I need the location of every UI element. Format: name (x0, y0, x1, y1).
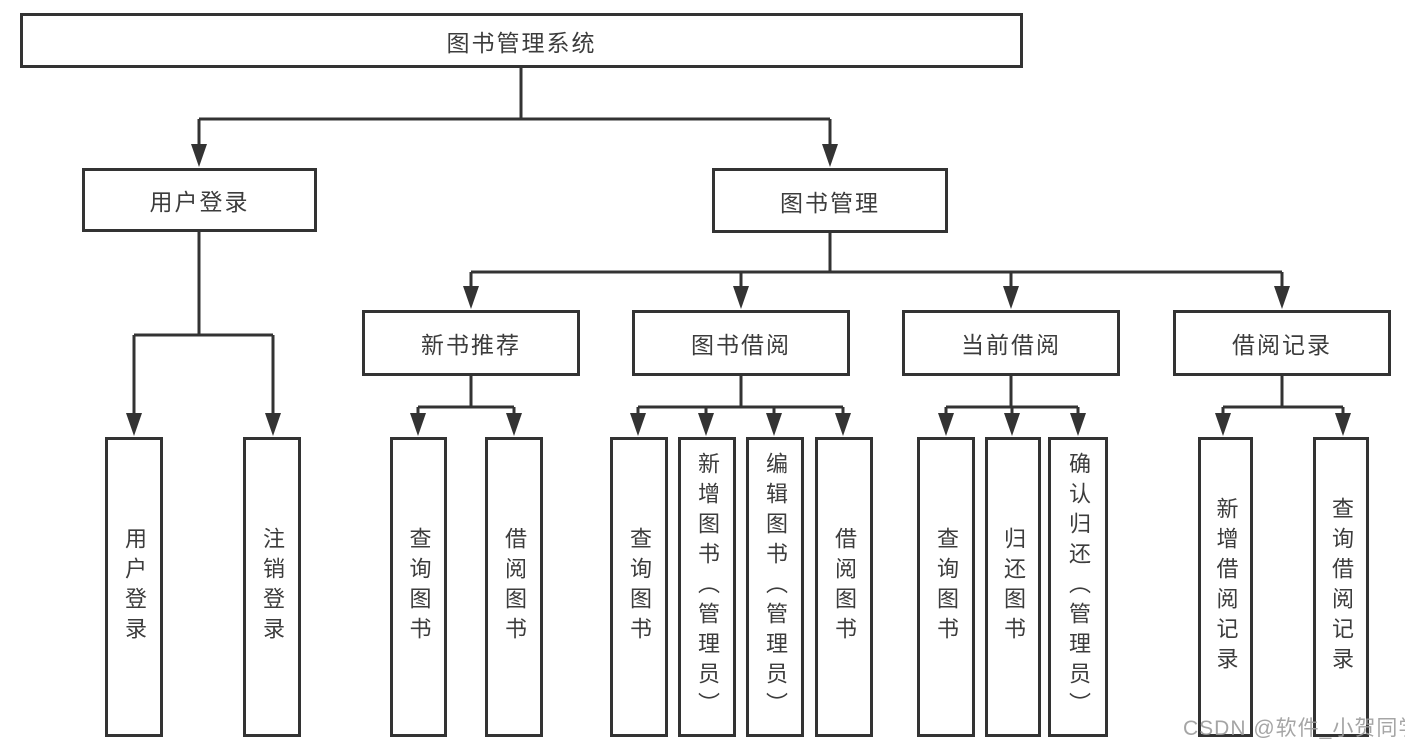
leaf-query-books-borrow-label: 查询图书 (627, 527, 652, 647)
node-user-login: 用户登录 (82, 168, 317, 232)
leaf-logout-label: 注销登录 (260, 527, 285, 647)
leaf-add-borrow-record-label: 新增借阅记录 (1213, 497, 1239, 677)
arrowheads (126, 144, 1351, 436)
branch-user-login (132, 232, 275, 420)
leaf-confirm-return-admin-label: 确认归还（管理员） (1066, 452, 1091, 722)
leaf-return-books-label: 归还图书 (1001, 527, 1026, 647)
leaf-borrow-books: 借阅图书 (815, 437, 873, 737)
leaf-user-login: 用户登录 (105, 437, 163, 737)
leaf-logout: 注销登录 (243, 437, 301, 737)
leaf-query-borrow-record: 查询借阅记录 (1313, 437, 1369, 737)
leaf-query-books-borrow: 查询图书 (610, 437, 668, 737)
branch-book-mgmt (469, 233, 1284, 295)
leaf-query-books-newbook-label: 查询图书 (406, 527, 432, 647)
node-borrow-records-label: 借阅记录 (1232, 332, 1332, 358)
node-current-borrow-label: 当前借阅 (961, 332, 1061, 358)
leaf-query-borrow-record-label: 查询借阅记录 (1329, 497, 1354, 677)
branch-borrow-record (1221, 376, 1345, 420)
node-book-borrow: 图书借阅 (632, 310, 850, 376)
node-new-book-label: 新书推荐 (421, 332, 521, 358)
leaf-borrow-books-newbook-label: 借阅图书 (502, 527, 527, 647)
node-book-borrow-label: 图书借阅 (691, 332, 791, 358)
node-current-borrow: 当前借阅 (902, 310, 1120, 376)
leaf-borrow-books-label: 借阅图书 (832, 527, 857, 647)
leaf-add-books-admin: 新增图书（管理员） (678, 437, 736, 737)
leaf-query-books-current: 查询图书 (917, 437, 975, 737)
node-user-login-label: 用户登录 (149, 189, 250, 215)
leaf-user-login-label: 用户登录 (122, 527, 147, 647)
leaf-add-books-admin-label: 新增图书（管理员） (695, 452, 720, 722)
leaf-query-books-current-label: 查询图书 (934, 527, 959, 647)
node-root: 图书管理系统 (20, 13, 1023, 68)
node-new-book-recommend: 新书推荐 (362, 310, 580, 376)
csdn-watermark: CSDN @软件_小贺同学 (1183, 717, 1405, 740)
leaf-confirm-return-admin: 确认归还（管理员） (1048, 437, 1108, 737)
branch-root (197, 68, 832, 150)
node-root-label: 图书管理系统 (446, 29, 597, 56)
node-book-mgmt: 图书管理 (712, 168, 948, 233)
leaf-edit-books-admin: 编辑图书（管理员） (746, 437, 804, 737)
leaf-return-books: 归还图书 (985, 437, 1041, 737)
node-book-mgmt-label: 图书管理 (780, 189, 880, 216)
leaf-query-books-newbook: 查询图书 (390, 437, 447, 737)
branch-new-book (416, 376, 516, 420)
leaf-add-borrow-record: 新增借阅记录 (1198, 437, 1253, 737)
branch-book-borrow (636, 376, 845, 420)
leaf-borrow-books-newbook: 借阅图书 (485, 437, 543, 737)
node-borrow-records: 借阅记录 (1173, 310, 1391, 376)
leaf-edit-books-admin-label: 编辑图书（管理员） (763, 452, 788, 722)
